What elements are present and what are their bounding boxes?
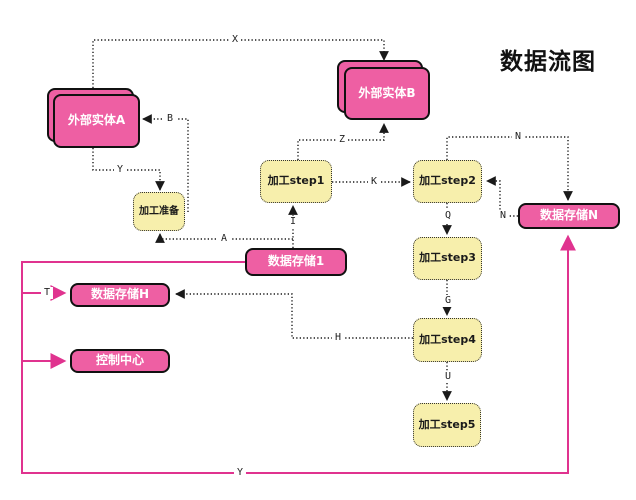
edge-label-z: Z <box>335 134 349 146</box>
node-datastore-1[interactable]: 数据存储1 <box>245 248 347 276</box>
edge-label-y-bottom: Y <box>233 467 247 479</box>
edge-label-n-side: N <box>496 210 510 222</box>
node-control-center[interactable]: 控制中心 <box>70 349 170 373</box>
node-process-step2[interactable]: 加工step2 <box>413 160 482 203</box>
edge-b-line <box>142 114 189 212</box>
edge-label-n-top: N <box>511 131 525 143</box>
edge-h-line <box>175 289 413 339</box>
edge-label-u: U <box>441 371 455 383</box>
node-external-entity-a[interactable]: 外部实体A <box>53 94 140 148</box>
edge-label-g: G <box>441 295 455 307</box>
edge-label-t: T <box>40 287 54 299</box>
edge-label-h: H <box>331 332 345 344</box>
node-process-step1[interactable]: 加工step1 <box>260 160 332 203</box>
edge-label-x: X <box>228 34 242 46</box>
edge-label-k: K <box>367 176 381 188</box>
node-process-step4[interactable]: 加工step4 <box>413 318 482 362</box>
edge-label-a: A <box>217 233 231 245</box>
node-process-step3[interactable]: 加工step3 <box>413 237 482 280</box>
node-datastore-h[interactable]: 数据存储H <box>70 283 170 307</box>
edge-a-line <box>155 233 293 243</box>
edge-label-q: Q <box>441 210 455 222</box>
node-external-entity-b[interactable]: 外部实体B <box>344 67 430 120</box>
edge-label-y-top: Y <box>113 164 127 176</box>
edge-label-i: I <box>286 216 300 228</box>
edge-n-side-line <box>486 176 518 217</box>
control-loop-line <box>21 234 576 474</box>
edge-y-top-line <box>92 148 165 191</box>
edge-n-top-line <box>446 136 573 201</box>
edge-label-b: B <box>163 113 177 125</box>
node-process-prep[interactable]: 加工准备 <box>133 192 185 231</box>
diagram-title: 数据流图 <box>500 49 596 75</box>
node-process-step5[interactable]: 加工step5 <box>413 403 481 447</box>
node-datastore-n[interactable]: 数据存储N <box>518 203 620 229</box>
